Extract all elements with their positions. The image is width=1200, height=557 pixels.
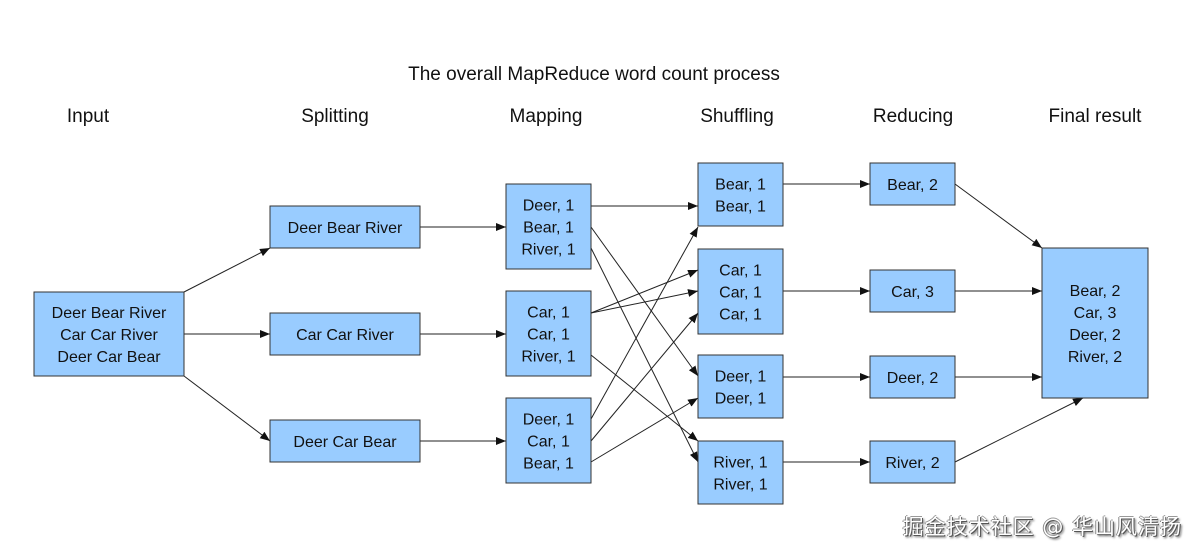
node-text-line: River, 2 xyxy=(1068,349,1122,366)
node-text-line: River, 2 xyxy=(885,455,939,472)
node-text-line: Bear, 1 xyxy=(523,456,574,473)
node-text-line: Deer, 1 xyxy=(715,391,767,408)
node-red-deer: Deer, 2 xyxy=(869,355,956,399)
node-shuf-car: Car, 1 Car, 1 Car, 1 xyxy=(697,248,784,335)
node-text-line: Car, 3 xyxy=(891,284,934,301)
edge-map2-to-shuf_car xyxy=(590,269,699,314)
edge-red_river-to-final xyxy=(954,397,1084,463)
node-text-line: Bear, 1 xyxy=(523,220,574,237)
node-text-line: Deer, 1 xyxy=(715,369,767,386)
node-split3: Deer Car Bear xyxy=(269,419,421,463)
stage-label-mapping: Mapping xyxy=(510,106,583,127)
node-text-line: Deer, 2 xyxy=(887,370,939,387)
node-box xyxy=(269,312,421,356)
edge-map2-to-shuf_river xyxy=(590,354,699,442)
node-text-line: Bear, 1 xyxy=(715,177,766,194)
node-map3: Deer, 1 Car, 1 Bear, 1 xyxy=(505,397,592,484)
node-final: Bear, 2 Car, 3 Deer, 2 River, 2 xyxy=(1041,247,1149,399)
edge-input-to-split1 xyxy=(183,247,271,293)
stage-label-final-result: Final result xyxy=(1049,106,1143,127)
edge-map3-to-shuf_deer xyxy=(590,226,699,420)
node-box xyxy=(697,354,784,419)
node-text-line: Car, 1 xyxy=(527,434,570,451)
node-text-line: Car, 1 xyxy=(719,285,762,302)
node-text-line: Car, 1 xyxy=(527,305,570,322)
diagram-title: The overall MapReduce word count process xyxy=(408,64,780,85)
node-text-line: Car Car River xyxy=(296,327,394,344)
node-shuf-bear: Bear, 1 Bear, 1 xyxy=(697,162,784,227)
watermark: 掘金技术社区 @ 华山风清扬 xyxy=(902,515,1182,539)
node-text-line: Deer, 2 xyxy=(1069,327,1121,344)
node-box xyxy=(505,290,592,377)
stage-label-shuffling: Shuffling xyxy=(700,106,774,127)
node-text-line: Deer Bear River xyxy=(52,305,167,322)
node-box xyxy=(697,162,784,227)
node-map1: Deer, 1 Bear, 1 River, 1 xyxy=(505,183,592,270)
node-text-line: Car Car River xyxy=(60,327,158,344)
node-split2: Car Car River xyxy=(269,312,421,356)
node-text-line: Car, 1 xyxy=(719,307,762,324)
node-box xyxy=(505,183,592,270)
node-box xyxy=(869,355,956,399)
node-text-line: Car, 1 xyxy=(527,327,570,344)
node-box xyxy=(869,269,956,313)
node-box xyxy=(505,397,592,484)
node-text-line: River, 1 xyxy=(521,349,575,366)
node-map2: Car, 1 Car, 1 River, 1 xyxy=(505,290,592,377)
node-text-line: River, 1 xyxy=(713,455,767,472)
edge-map3-to-shuf_car xyxy=(590,312,699,442)
node-text-line: Deer Car Bear xyxy=(293,434,397,451)
node-text-line: River, 1 xyxy=(521,242,575,259)
node-text-line: Bear, 2 xyxy=(887,177,938,194)
node-text-line: Bear, 2 xyxy=(1070,283,1121,300)
node-red-bear: Bear, 2 xyxy=(869,162,956,206)
node-box xyxy=(697,248,784,335)
node-text-line: River, 1 xyxy=(713,477,767,494)
stage-label-input: Input xyxy=(67,106,110,127)
node-box xyxy=(869,162,956,206)
node-box xyxy=(33,291,185,377)
node-text-line: Car, 1 xyxy=(719,263,762,280)
node-box xyxy=(269,419,421,463)
node-box xyxy=(697,440,784,505)
node-shuf-deer: Deer, 1 Deer, 1 xyxy=(697,354,784,419)
node-text-line: Car, 3 xyxy=(1074,305,1117,322)
node-shuf-river: River, 1 River, 1 xyxy=(697,440,784,505)
edge-input-to-split3 xyxy=(183,375,271,442)
stage-label-reducing: Reducing xyxy=(873,106,953,127)
node-text-line: Deer, 1 xyxy=(523,412,575,429)
node-red-car: Car, 3 xyxy=(869,269,956,313)
stage-label-splitting: Splitting xyxy=(301,106,369,127)
node-text-line: Deer Bear River xyxy=(288,220,403,237)
node-text-line: Deer Car Bear xyxy=(57,349,161,366)
edge-red_bear-to-final xyxy=(954,183,1043,249)
node-box xyxy=(1041,247,1149,399)
edge-map2-to-shuf_car xyxy=(590,289,699,314)
node-text-line: Deer, 1 xyxy=(523,198,575,215)
edge-map3-to-shuf_bear xyxy=(590,397,699,463)
node-red-river: River, 2 xyxy=(869,440,956,484)
node-text-line: Bear, 1 xyxy=(715,199,766,216)
node-box xyxy=(869,440,956,484)
node-box xyxy=(269,205,421,249)
node-split1: Deer Bear River xyxy=(269,205,421,249)
